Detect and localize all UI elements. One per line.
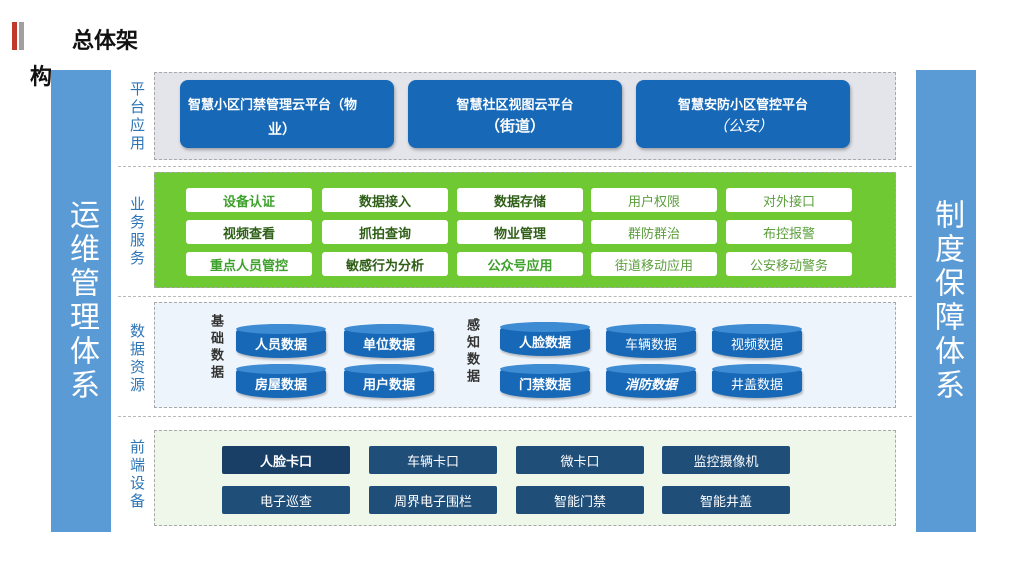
data-cylinder-label: 车辆数据 [624, 337, 677, 353]
right-column-label: 制度保障体系 [929, 199, 964, 403]
service-item-snapshot-query: 抓拍查询 [322, 220, 448, 244]
device-vehicle-checkpoint: 车辆卡口 [369, 446, 497, 474]
data-cylinder-person: 人员数据 [236, 324, 326, 358]
data-cylinder-label: 井盖数据 [730, 377, 783, 393]
device-micro-checkpoint: 微卡口 [516, 446, 644, 474]
device-surveillance-camera: 监控摄像机 [662, 446, 790, 474]
data-cylinder-house: 房屋数据 [236, 364, 326, 398]
layer-separator [118, 416, 912, 417]
layer-label-platform: 平台应用 [128, 81, 146, 153]
service-item-data-storage: 数据存储 [457, 188, 583, 212]
layer-label-data: 数据资源 [128, 323, 146, 395]
platform-card-sub: （公安） [712, 117, 773, 135]
right-column-system-guarantee: 制度保障体系 [916, 70, 976, 532]
title-accent-gray [19, 22, 24, 50]
left-column-ops-management: 运维管理体系 [51, 70, 111, 532]
service-item-property-mgmt: 物业管理 [457, 220, 583, 244]
platform-card-street: 智慧社区视图云平台 （街道） [408, 80, 622, 148]
device-smart-access: 智能门禁 [516, 486, 644, 514]
service-item-alarm-control: 布控报警 [726, 220, 852, 244]
page-title: 总体架构 [30, 29, 139, 90]
service-item-police-mobile: 公安移动警务 [726, 252, 852, 276]
device-face-checkpoint: 人脸卡口 [222, 446, 350, 474]
data-cylinder-label: 房屋数据 [254, 377, 307, 393]
data-cylinder-fire: 消防数据 [606, 364, 696, 398]
platform-card-tail: 业） [268, 122, 296, 138]
platform-card-police: 智慧安防小区管控平台 （公安） [636, 80, 850, 148]
service-item-key-person-control: 重点人员管控 [186, 252, 312, 276]
data-cylinder-label: 单位数据 [362, 337, 415, 353]
platform-card-property: 智慧小区门禁管理云平台（物 业） [180, 80, 394, 148]
platform-card-title: 智慧小区门禁管理云平台（物 [188, 98, 358, 113]
platform-card-title: 智慧社区视图云平台 [456, 98, 574, 113]
layer-separator [118, 166, 912, 167]
service-item-street-mobile: 街道移动应用 [591, 252, 717, 276]
data-cylinder-access: 门禁数据 [500, 364, 590, 398]
service-item-external-api: 对外接口 [726, 188, 852, 212]
device-perimeter-fence: 周界电子围栏 [369, 486, 497, 514]
basic-data-label: 基础数据 [208, 314, 223, 382]
data-cylinder-label: 人员数据 [254, 337, 307, 353]
device-smart-manhole: 智能井盖 [662, 486, 790, 514]
service-item-video-view: 视频查看 [186, 220, 312, 244]
platform-card-title: 智慧安防小区管控平台 [677, 98, 808, 113]
data-cylinder-face: 人脸数据 [500, 322, 590, 356]
data-cylinder-unit: 单位数据 [344, 324, 434, 358]
service-item-official-account: 公众号应用 [457, 252, 583, 276]
data-cylinder-label: 门禁数据 [518, 377, 571, 393]
title-accent-red [12, 22, 17, 50]
service-item-device-auth: 设备认证 [186, 188, 312, 212]
data-cylinder-manhole: 井盖数据 [712, 364, 802, 398]
layer-separator [118, 296, 912, 297]
service-item-user-permission: 用户权限 [591, 188, 717, 212]
device-electronic-patrol: 电子巡查 [222, 486, 350, 514]
layer-label-frontend: 前端设备 [128, 439, 146, 511]
perception-data-label: 感知数据 [464, 318, 479, 386]
layer-label-service: 业务服务 [128, 196, 146, 268]
platform-card-sub: （街道） [484, 117, 545, 135]
data-cylinder-video: 视频数据 [712, 324, 802, 358]
data-cylinder-label: 人脸数据 [518, 335, 571, 351]
service-item-behavior-analysis: 敏感行为分析 [322, 252, 448, 276]
data-cylinder-user: 用户数据 [344, 364, 434, 398]
service-item-data-access: 数据接入 [322, 188, 448, 212]
data-cylinder-label: 消防数据 [624, 377, 677, 393]
data-cylinder-label: 用户数据 [362, 377, 415, 393]
left-column-label: 运维管理体系 [64, 199, 99, 403]
service-item-group-defense: 群防群治 [591, 220, 717, 244]
data-cylinder-vehicle: 车辆数据 [606, 324, 696, 358]
data-cylinder-label: 视频数据 [730, 337, 783, 353]
